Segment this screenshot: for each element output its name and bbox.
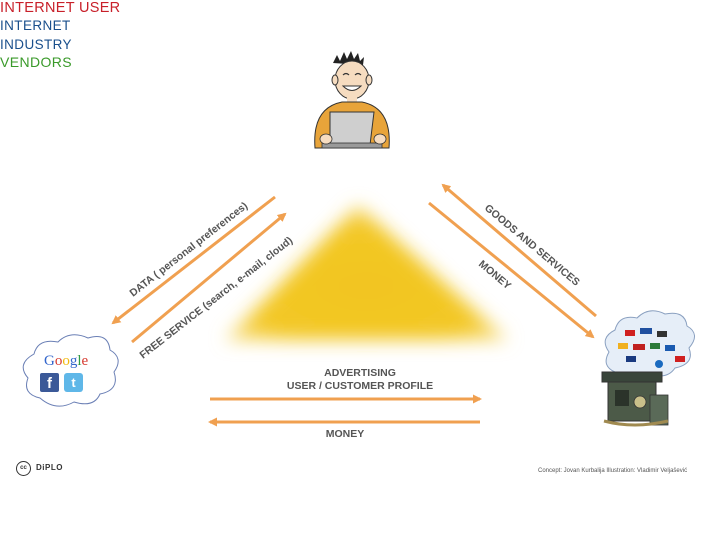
internet-industry-title-line1: INTERNET bbox=[0, 18, 71, 33]
twitter-icon: t bbox=[64, 373, 83, 392]
creative-commons-icon: cc bbox=[16, 461, 31, 476]
arrow-free-service-to-user bbox=[131, 212, 287, 344]
vendors-cloud bbox=[604, 310, 695, 378]
money-bottom-label: MONEY bbox=[325, 428, 365, 440]
internet-user-illustration bbox=[314, 51, 390, 149]
facebook-icon: f bbox=[40, 373, 59, 392]
arrow-money-to-vendors bbox=[428, 201, 595, 339]
label-money-right: MONEY bbox=[476, 258, 513, 292]
advertising-label-line1: ADVERTISING bbox=[324, 367, 396, 379]
google-letter: e bbox=[81, 353, 89, 369]
internet-user-title: INTERNET USER bbox=[0, 0, 121, 16]
central-triangle bbox=[225, 205, 508, 340]
google-letter: G bbox=[44, 353, 55, 369]
internet-industry-title: INTERNET INDUSTRY bbox=[0, 16, 720, 54]
google-letter: o bbox=[54, 353, 63, 369]
google-letter: o bbox=[62, 353, 70, 369]
google-letter: g bbox=[69, 353, 78, 369]
internet-industry-title-line2: INDUSTRY bbox=[0, 37, 72, 52]
diplo-logo: DiPLO bbox=[36, 463, 63, 472]
vendor-shop bbox=[601, 371, 669, 427]
credit-text: Concept: Jovan Kurbalija Illustration: V… bbox=[538, 468, 688, 474]
google-logo: Google bbox=[44, 353, 88, 370]
google-letter: l bbox=[77, 353, 82, 369]
arrow-goods-to-user bbox=[441, 183, 597, 318]
vendors-title: VENDORS bbox=[0, 54, 73, 70]
advertising-label-line2: USER / CUSTOMER PROFILE bbox=[286, 380, 434, 392]
industry-cloud bbox=[22, 334, 119, 407]
arrow-data-to-industry bbox=[111, 195, 276, 325]
advertising-label: ADVERTISING USER / CUSTOMER PROFILE bbox=[285, 367, 435, 393]
